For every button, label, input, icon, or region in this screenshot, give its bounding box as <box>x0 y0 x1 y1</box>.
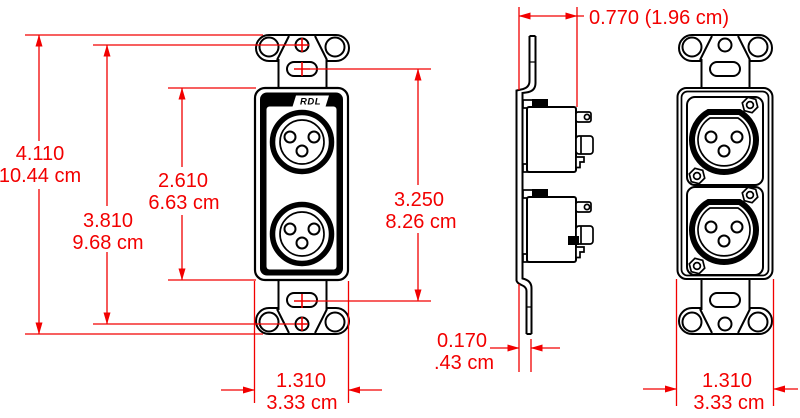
xlr-connector-detail-upper <box>692 112 756 172</box>
strap-break-ticks <box>526 61 536 308</box>
dimension-mounting-screw-span: 3.810 9.68 cm <box>72 44 295 325</box>
dimension-slot-span: 3.250 8.26 cm <box>310 68 457 302</box>
dim-face-height-cm: 6.63 cm <box>148 192 219 214</box>
dimension-overall-height: 4.110 10.44 cm <box>0 34 263 335</box>
extension-lines <box>310 68 431 302</box>
side-view <box>515 35 594 335</box>
rdl-logo-wedge <box>292 95 329 107</box>
dim-depth-label: 0.770 (1.96 cm) <box>589 7 729 29</box>
dim-width-left-cm: 3.33 cm <box>266 392 337 414</box>
front-view-dimensioned: RDL <box>253 34 350 335</box>
extension-lines <box>675 279 775 406</box>
dim-overall-height-cm: 10.44 cm <box>0 165 81 187</box>
xlr-connector-front-upper <box>273 113 332 172</box>
center-marks <box>294 38 310 331</box>
dimension-flange-thickness: 0.170 .43 cm <box>434 284 560 374</box>
dim-width-right-cm: 3.33 cm <box>693 392 764 414</box>
flange-screw <box>741 186 759 204</box>
terminal-block <box>568 236 579 245</box>
dim-mount-span-in: 3.810 <box>83 210 133 232</box>
dimension-plate-width-right: 1.310 3.33 cm <box>643 279 798 414</box>
xlr-connector-side-upper <box>522 98 594 174</box>
extension-lines <box>93 44 295 325</box>
strap-front-edge <box>515 36 531 334</box>
flange-screw <box>688 257 706 275</box>
dim-face-height-in: 2.610 <box>158 170 208 192</box>
dim-slot-span-in: 3.250 <box>394 189 444 211</box>
xlr-connector-front-lower <box>273 205 332 264</box>
strap-end-caps <box>526 35 536 335</box>
dim-width-left-in: 1.310 <box>276 370 326 392</box>
dim-thickness-cm: .43 cm <box>434 352 494 374</box>
mounting-ear-bottom <box>678 278 773 335</box>
strap-back-edge <box>521 36 537 334</box>
strap-fill <box>516 36 536 334</box>
extension-lines <box>518 7 584 107</box>
xlr-connector-detail-lower <box>692 202 756 262</box>
dim-slot-span-cm: 8.26 cm <box>385 211 456 233</box>
extension-lines <box>253 281 350 403</box>
flange-screw <box>741 96 759 114</box>
dim-overall-height-in: 4.110 <box>16 143 65 165</box>
dim-mount-span-cm: 9.68 cm <box>72 232 143 254</box>
dim-thickness-in: 0.170 <box>437 330 487 352</box>
mounting-ear-top <box>678 34 773 91</box>
dimension-plate-face-height: 2.610 6.63 cm <box>148 87 256 281</box>
rdl-logo-label: RDL <box>300 97 321 108</box>
xlr-connector-side-lower <box>522 188 594 264</box>
extension-lines <box>25 34 263 335</box>
dim-width-right-in: 1.310 <box>702 370 752 392</box>
front-view-detail <box>676 34 774 335</box>
dimension-plate-width-left: 1.310 3.33 cm <box>221 281 382 414</box>
dimension-depth: 0.770 (1.96 cm) <box>518 7 729 107</box>
flange-screw <box>688 167 706 185</box>
